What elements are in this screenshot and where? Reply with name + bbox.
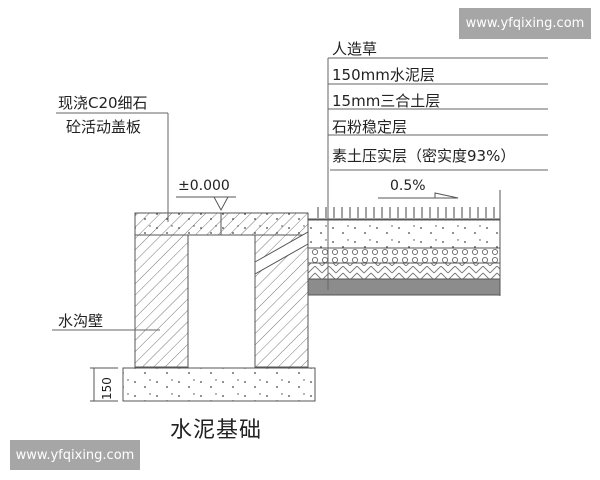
foundation-title: 水泥基础 (170, 418, 263, 443)
foundation-block (122, 367, 316, 402)
cover-label-line1: 现浇C20细石 (58, 94, 148, 112)
layer-sanhe: 15mm三合土层 (332, 92, 441, 110)
layer-grass: 人造草 (332, 40, 378, 58)
stone-powder-layer (307, 262, 501, 280)
dimension-label: 150 (100, 377, 114, 400)
cover-label-line2: 砼活动盖板 (66, 118, 142, 136)
cement-layer (307, 219, 501, 249)
wall-label: 水沟壁 (58, 312, 104, 330)
compact-soil-layer (307, 278, 501, 296)
layer-cement: 150mm水泥层 (332, 66, 435, 84)
slope-label: 0.5% (390, 178, 426, 194)
layer-stone-powder: 石粉稳定层 (332, 118, 408, 136)
sanhe-soil-layer (307, 247, 501, 264)
layer-compact-soil: 素土压实层（密实度93%） (332, 147, 516, 165)
watermark-top: www.yfqixing.com (459, 8, 591, 39)
watermark-bottom: www.yfqixing.com (10, 440, 140, 470)
elevation-label: ±0.000 (178, 178, 230, 194)
left-wall (134, 234, 189, 368)
